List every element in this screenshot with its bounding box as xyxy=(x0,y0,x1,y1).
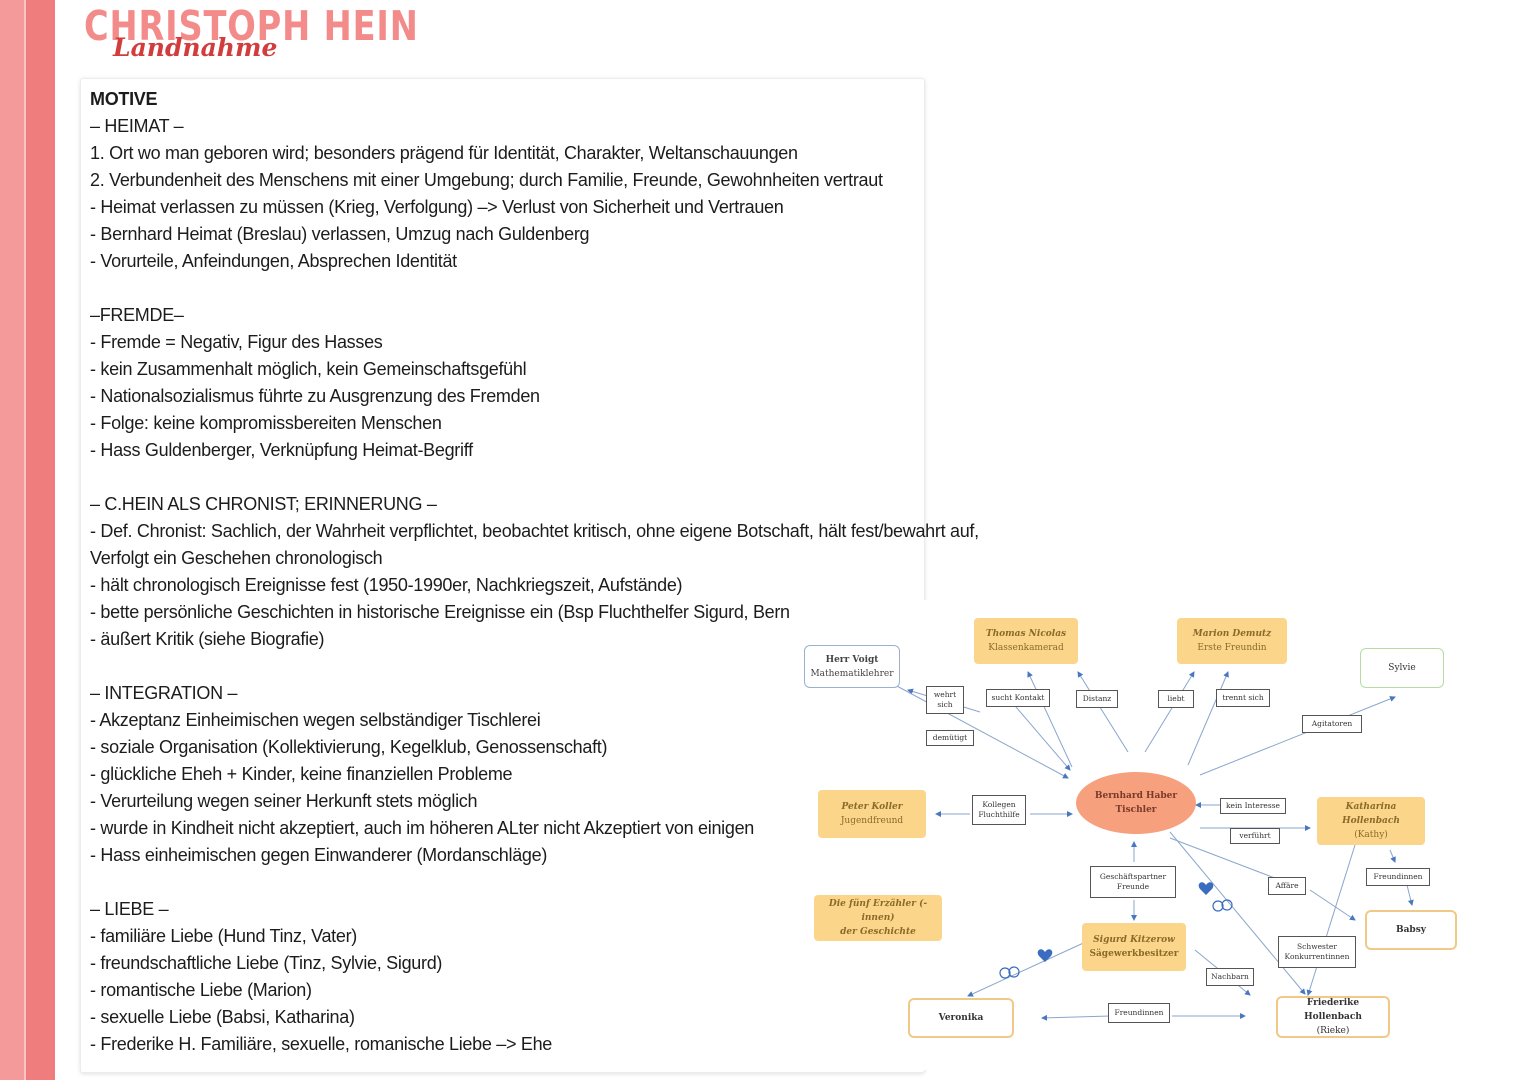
edge xyxy=(967,939,1091,997)
spacer xyxy=(90,869,910,896)
edge xyxy=(1144,671,1195,753)
note-line: - wurde in Kindheit nicht akzeptiert, au… xyxy=(90,818,754,838)
spacer xyxy=(90,653,910,680)
rel-verfuehrt: verführt xyxy=(1230,828,1280,844)
note-line: - romantische Liebe (Marion) xyxy=(90,980,312,1000)
rel-sucht-kontakt: sucht Kontakt xyxy=(986,689,1050,707)
rel-geschaeftspartner: Geschäftspartner Freunde xyxy=(1090,866,1176,898)
node-veronika: Veronika xyxy=(908,998,1014,1038)
rel-agitatoren: Agitatoren xyxy=(1302,715,1362,733)
edge xyxy=(1041,1014,1111,1021)
rel-schwester: Schwester Konkurrentinnen xyxy=(1278,936,1356,968)
rel-nachbarn: Nachbarn xyxy=(1206,968,1254,986)
rel-trennt-sich: trennt sich xyxy=(1216,689,1270,707)
edge xyxy=(1169,837,1281,881)
node-thomas: Thomas Nicolas Klassenkamerad xyxy=(974,618,1078,664)
diagram-connectors xyxy=(894,671,1414,1021)
note-line: - familiäre Liebe (Hund Tinz, Vater) xyxy=(90,926,357,946)
heart-icon xyxy=(1037,949,1053,962)
notes-card xyxy=(80,78,925,1073)
note-line: - Akzeptanz Einheimischen wegen selbstän… xyxy=(90,710,541,730)
rel-wehrt-sich: wehrt sich xyxy=(926,686,964,714)
section-liebe: – LIEBE – xyxy=(90,899,169,919)
edge xyxy=(1306,844,1356,996)
section-chronist: – C.HEIN ALS CHRONIST; ERINNERUNG – xyxy=(90,494,437,514)
character-diagram: Thomas Nicolas Klassenkamerad Marion Dem… xyxy=(790,600,1510,1070)
rel-freundinnen-babsy: Freundinnen xyxy=(1366,868,1430,886)
note-line: - hält chronologisch Ereignisse fest (19… xyxy=(90,575,683,595)
rel-affaere: Affäre xyxy=(1268,877,1306,895)
note-line: - kein Zusammenhalt möglich, kein Gemein… xyxy=(90,359,527,379)
note-line: - freundschaftliche Liebe (Tinz, Sylvie,… xyxy=(90,953,443,973)
note-line: - äußert Kritik (siehe Biografie) xyxy=(90,629,325,649)
rings-icon xyxy=(999,966,1020,979)
node-voigt: Herr Voigt Mathematiklehrer xyxy=(804,645,900,688)
edge xyxy=(894,684,1069,779)
rel-kollegen: Kollegen Fluchthilfe xyxy=(972,795,1026,825)
page-title: CHRISTOPH HEIN xyxy=(84,2,419,50)
node-peter: Peter Koller Jugendfreund xyxy=(818,790,926,838)
note-line: - Heimat verlassen zu müssen (Krieg, Ver… xyxy=(90,197,784,217)
note-line: 2. Verbundenheit des Menschens mit einer… xyxy=(90,170,883,190)
edge xyxy=(1077,671,1129,753)
rings-icon xyxy=(1212,899,1233,912)
rel-kein-interesse: kein Interesse xyxy=(1220,798,1286,814)
edge xyxy=(1199,696,1396,776)
node-erzaehler: Die fünf Erzähler (-innen) der Geschicht… xyxy=(814,895,942,941)
note-line: - Folge: keine kompromissbereiten Mensch… xyxy=(90,413,442,433)
binding-line xyxy=(24,0,26,1080)
heading-motive: MOTIVE xyxy=(90,89,158,109)
node-marion: Marion Demutz Erste Freundin xyxy=(1177,618,1287,664)
note-line: - Hass Guldenberger, Verknüpfung Heimat-… xyxy=(90,440,473,460)
note-line: - Nationalsozialismus führte zu Ausgrenz… xyxy=(90,386,540,406)
edge xyxy=(1187,671,1229,766)
note-line: - glückliche Eheh + Kinder, keine finanz… xyxy=(90,764,513,784)
note-line: - sexuelle Liebe (Babsi, Katharina) xyxy=(90,1007,355,1027)
section-heimat: – HEIMAT – xyxy=(90,116,184,136)
rel-liebt: liebt xyxy=(1158,690,1194,708)
note-line: - Hass einheimischen gegen Einwanderer (… xyxy=(90,845,548,865)
rel-distanz: Distanz xyxy=(1076,690,1118,708)
note-line: - soziale Organisation (Kollektivierung,… xyxy=(90,737,608,757)
node-babsy: Babsy xyxy=(1365,910,1457,950)
note-line: 1. Ort wo man geboren wird; besonders pr… xyxy=(90,143,798,163)
node-bernhard: Bernhard Haber Tischler xyxy=(1076,772,1196,834)
page-subtitle: Landnahme xyxy=(113,33,278,62)
edge xyxy=(1406,884,1414,906)
edge xyxy=(1027,671,1073,768)
note-line: - Bernhard Heimat (Breslau) verlassen, U… xyxy=(90,224,590,244)
edge xyxy=(1389,849,1396,863)
notes-text: MOTIVE – HEIMAT – 1. Ort wo man geboren … xyxy=(90,86,979,1058)
note-line: - bette persönliche Geschichten in histo… xyxy=(90,602,825,622)
heart-icon xyxy=(1198,882,1214,895)
rel-freundinnen-veronika: Freundinnen xyxy=(1108,1003,1170,1023)
note-line: - Verurteilung wegen seiner Herkunft ste… xyxy=(90,791,478,811)
spacer xyxy=(90,464,910,491)
edge xyxy=(1009,699,1071,771)
node-friederike: Friederike Hollenbach (Rieke) xyxy=(1276,996,1390,1038)
node-sylvie: Sylvie xyxy=(1360,648,1444,688)
note-line: Verfolgt ein Geschehen chronologisch xyxy=(90,548,383,568)
note-line: - Def. Chronist: Sachlich, der Wahrheit … xyxy=(90,521,979,541)
node-sigurd: Sigurd Kitzerow Sägewerkbesitzer xyxy=(1082,923,1186,971)
note-line: - Fremde = Negativ, Figur des Hasses xyxy=(90,332,383,352)
section-integration: – INTEGRATION – xyxy=(90,683,238,703)
section-fremde: –FREMDE– xyxy=(90,305,184,325)
edge xyxy=(1309,889,1356,921)
binding-strip xyxy=(26,0,55,1080)
node-katharina: Katharina Hollenbach (Kathy) xyxy=(1317,797,1425,845)
note-line: - Vorurteile, Anfeindungen, Absprechen I… xyxy=(90,251,457,271)
spacer xyxy=(90,275,910,302)
note-line: - Frederike H. Familiäre, sexuelle, roma… xyxy=(90,1034,553,1054)
rel-demuetigt: demütigt xyxy=(926,730,974,746)
